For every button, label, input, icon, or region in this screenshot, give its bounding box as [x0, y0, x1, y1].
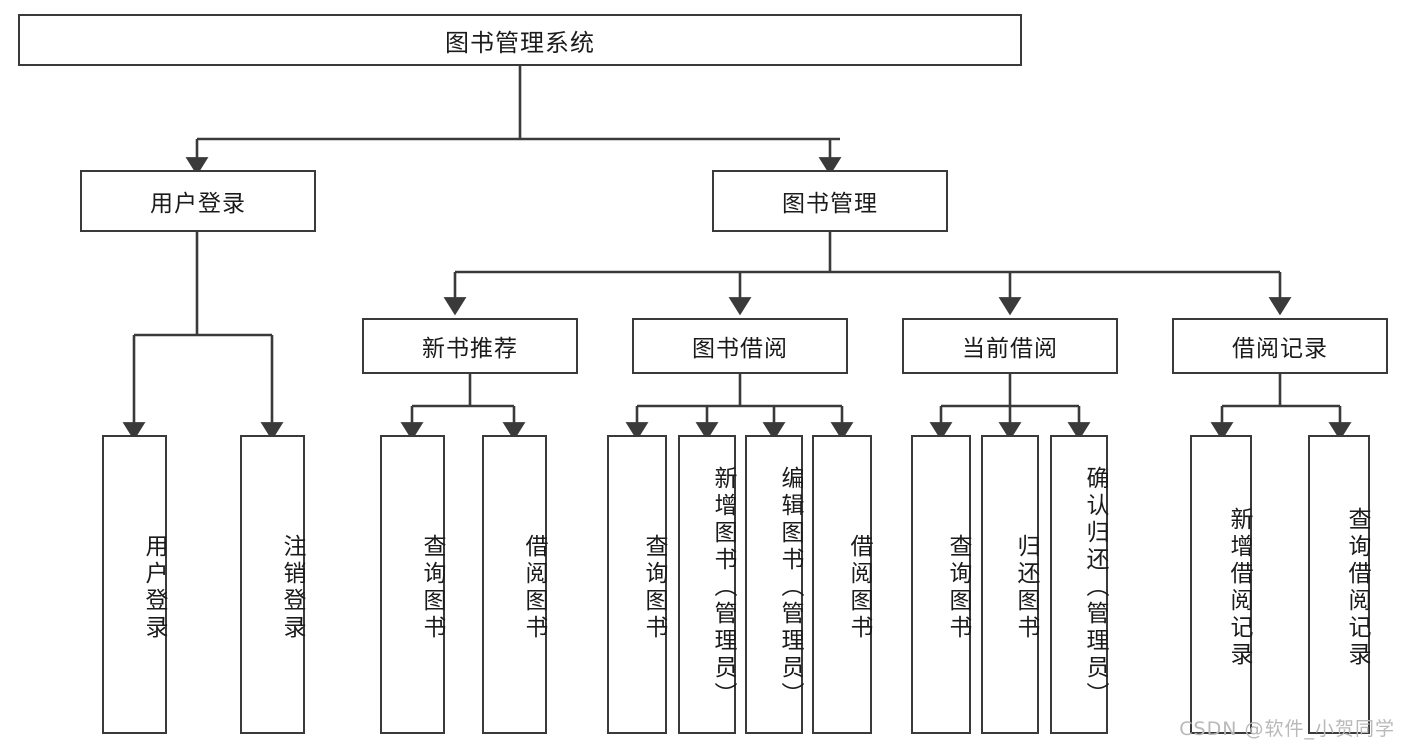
leaf-recommend-query-book[interactable]: 查询图书	[380, 435, 445, 734]
node-label: 归还图书	[1013, 533, 1039, 642]
leaf-recommend-borrow-book[interactable]: 借阅图书	[482, 435, 547, 734]
node-label: 新增图书（管理员）	[710, 466, 736, 709]
node-root-system[interactable]: 图书管理系统	[18, 14, 1022, 66]
leaf-current-confirm-return-admin[interactable]: 确认归还（管理员）	[1050, 435, 1108, 734]
watermark-text: CSDN @软件_小贺同学	[1179, 718, 1395, 740]
node-label: 借阅图书	[521, 533, 547, 642]
leaf-borrow-borrow-book[interactable]: 借阅图书	[812, 435, 872, 734]
node-label: 查询借阅记录	[1344, 506, 1370, 669]
leaf-current-return-book[interactable]: 归还图书	[981, 435, 1039, 734]
node-label: 编辑图书（管理员）	[777, 466, 803, 709]
leaf-borrow-query-book[interactable]: 查询图书	[607, 435, 667, 734]
node-label: 查询图书	[641, 533, 667, 642]
node-label: 注销登录	[279, 533, 305, 642]
node-label: 借阅记录	[1232, 336, 1328, 362]
node-label: 图书管理系统	[445, 28, 595, 57]
node-label: 确认归还（管理员）	[1082, 466, 1108, 709]
leaf-records-query-record[interactable]: 查询借阅记录	[1308, 435, 1370, 734]
node-new-book-recommend[interactable]: 新书推荐	[362, 318, 578, 374]
node-label: 借阅图书	[846, 533, 872, 642]
leaf-borrow-edit-book-admin[interactable]: 编辑图书（管理员）	[745, 435, 803, 734]
node-label: 图书管理	[782, 191, 878, 217]
node-label: 用户登录	[141, 533, 167, 642]
node-label: 新书推荐	[422, 336, 518, 362]
node-label: 用户登录	[150, 191, 246, 217]
node-label: 查询图书	[419, 533, 445, 642]
node-label: 新增借阅记录	[1226, 506, 1252, 669]
node-book-management[interactable]: 图书管理	[712, 170, 948, 232]
leaf-user-logout[interactable]: 注销登录	[240, 435, 305, 734]
leaf-user-login[interactable]: 用户登录	[102, 435, 167, 734]
node-user-login[interactable]: 用户登录	[80, 170, 316, 232]
node-book-borrow[interactable]: 图书借阅	[632, 318, 848, 374]
node-label: 当前借阅	[962, 336, 1058, 362]
node-borrow-records[interactable]: 借阅记录	[1172, 318, 1388, 374]
node-current-borrow[interactable]: 当前借阅	[902, 318, 1118, 374]
leaf-records-add-record[interactable]: 新增借阅记录	[1190, 435, 1252, 734]
leaf-borrow-add-book-admin[interactable]: 新增图书（管理员）	[678, 435, 736, 734]
node-label: 图书借阅	[692, 336, 788, 362]
leaf-current-query-book[interactable]: 查询图书	[911, 435, 971, 734]
node-label: 查询图书	[945, 533, 971, 642]
